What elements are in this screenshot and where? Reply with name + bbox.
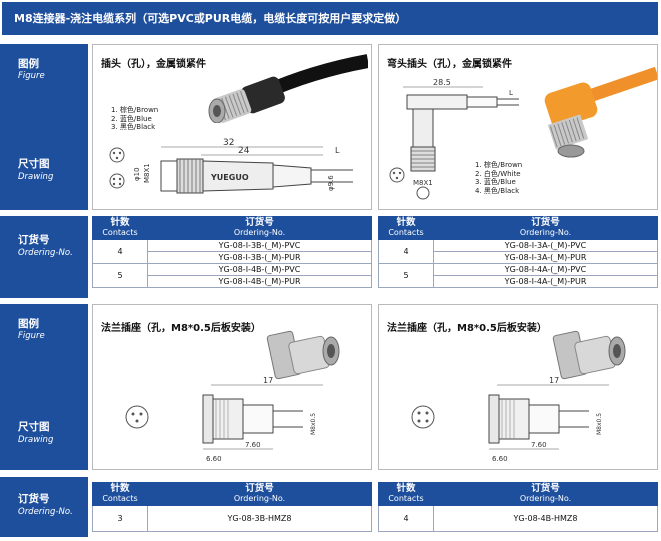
angled-plug-drawing: 28.5 L M8X1 (389, 78, 519, 200)
legend-item: 3. 黑色/Black (111, 123, 156, 131)
dim-L: L (335, 146, 340, 155)
dim-760: 7.60 (245, 441, 261, 449)
flange-socket-3-drawing: 17 6.60 7.60 M8x0.5 (125, 377, 323, 463)
order-cell: YG-08-3B-HMZ8 (147, 505, 372, 532)
side-label-ordering-2: 订货号 Ordering-No. (0, 477, 88, 537)
order-cell: YG-08-I-4A-(_M)-PUR (433, 275, 658, 288)
panel-flange-socket-3: 法兰插座（孔，M8*0.5后板安装） 17 6.60 7.60 M8x0.5 (92, 304, 372, 470)
panel-flange-socket-4: 法兰插座（孔，M8*0.5后板安装） 17 6.60 7.60 M8x0.5 (378, 304, 658, 470)
order-cell: YG-08-I-3A-(_M)-PVC (433, 239, 658, 252)
dim-dia96: φ9.6 (327, 175, 335, 191)
order-cell: YG-08-I-3B-(_M)-PVC (147, 239, 372, 252)
straight-plug-title: 插头（孔），金属锁紧件 (101, 59, 206, 70)
pins-cell: 4 (378, 239, 434, 264)
order-cell: YG-08-I-4A-(_M)-PVC (433, 263, 658, 276)
drawing-label-en: Drawing (18, 435, 54, 445)
angled-plug-legend: 1. 棕色/Brown 2. 白色/White 3. 蓝色/Blue 4. 黑色… (475, 161, 522, 195)
ordering-label-en: Ordering-No. (18, 248, 73, 258)
drawing-label-en: Drawing (18, 172, 54, 182)
panel-angled-plug: 弯头插头（孔），金属锁紧件 28.5 L M8X1 1. 棕色/Brown 2.… (378, 44, 658, 210)
flange-socket-4-drawing: 17 6.60 7.60 M8x0.5 (411, 377, 609, 463)
dim-m8: M8X1 (143, 163, 151, 183)
dim-285: 28.5 (433, 78, 451, 87)
order-cell: YG-08-I-4B-(_M)-PVC (147, 263, 372, 276)
side-label-ordering-1: 订货号 Ordering-No. (0, 216, 88, 298)
angled-plug-title: 弯头插头（孔），金属锁紧件 (387, 59, 512, 70)
order-cell: YG-08-I-4B-(_M)-PUR (147, 275, 372, 288)
dim-760: 7.60 (531, 441, 547, 449)
dim-dia10: φ10 (133, 167, 141, 181)
legend-item: 2. 蓝色/Blue (111, 114, 152, 123)
order-cell: YG-08-I-3A-(_M)-PUR (433, 251, 658, 264)
figure-label-en: Figure (18, 331, 45, 341)
drawing-label-cn: 尺寸图 (18, 158, 50, 170)
pins-cell: 5 (92, 263, 148, 288)
straight-plug-legend: 1. 棕色/Brown 2. 蓝色/Blue 3. 黑色/Black (111, 106, 158, 132)
legend-item: 1. 棕色/Brown (475, 161, 523, 169)
figure-label-cn: 图例 (18, 318, 39, 330)
legend-item: 1. 棕色/Brown (111, 106, 159, 114)
figure-label-cn: 图例 (18, 58, 39, 70)
flange-socket-3-title: 法兰插座（孔，M8*0.5后板安装） (101, 323, 261, 334)
order-cell: YG-08-I-3B-(_M)-PUR (147, 251, 372, 264)
pins-cell: 3 (92, 505, 148, 532)
ordering-label-en: Ordering-No. (18, 507, 73, 517)
angled-plug-photo (544, 66, 657, 158)
panel-straight-plug: 插头（孔），金属锁紧件 1. 棕色/Brown 2. 蓝色/Blue 3. 黑色… (92, 44, 372, 210)
flange-socket-3-photo (266, 330, 340, 380)
dim-32: 32 (223, 138, 234, 148)
dim-660: 6.60 (492, 455, 508, 463)
dim-L-angled: L (509, 89, 513, 97)
dim-660: 6.60 (206, 455, 222, 463)
straight-plug-drawing: 32 24 L YUEGUO M8X1 φ10 φ9.6 (109, 138, 353, 194)
side-label-figure-drawing-1: 图例 Figure 尺寸图 Drawing (0, 44, 88, 210)
dim-17: 17 (549, 377, 559, 385)
legend-item: 4. 黑色/Black (475, 186, 520, 195)
flange-socket-4-title: 法兰插座（孔，M8*0.5后板安装） (387, 323, 547, 334)
pins-cell: 4 (92, 239, 148, 264)
pins-cell: 5 (378, 263, 434, 288)
legend-item: 3. 蓝色/Blue (475, 178, 516, 186)
straight-plug-photo (208, 54, 368, 123)
legend-item: 2. 白色/White (475, 169, 521, 178)
dim-m8x05: M8x0.5 (596, 413, 603, 435)
dim-24: 24 (238, 146, 250, 156)
drawing-label-cn: 尺寸图 (18, 421, 50, 433)
dim-m8x05: M8x0.5 (310, 413, 317, 435)
page-title: M8连接器-浇注电缆系列（可选PVC或PUR电缆，电缆长度可按用户要求定做） (2, 2, 658, 35)
pins-cell: 4 (378, 505, 434, 532)
flange-socket-4-photo (552, 330, 626, 380)
dim-m8-angled: M8X1 (413, 179, 433, 187)
ordering-label-cn: 订货号 (18, 234, 50, 246)
brand-text: YUEGUO (210, 173, 249, 182)
ordering-label-cn: 订货号 (18, 493, 50, 505)
figure-label-en: Figure (18, 71, 45, 81)
order-cell: YG-08-4B-HMZ8 (433, 505, 658, 532)
dim-17: 17 (263, 377, 273, 385)
side-label-figure-drawing-2: 图例 Figure 尺寸图 Drawing (0, 304, 88, 470)
